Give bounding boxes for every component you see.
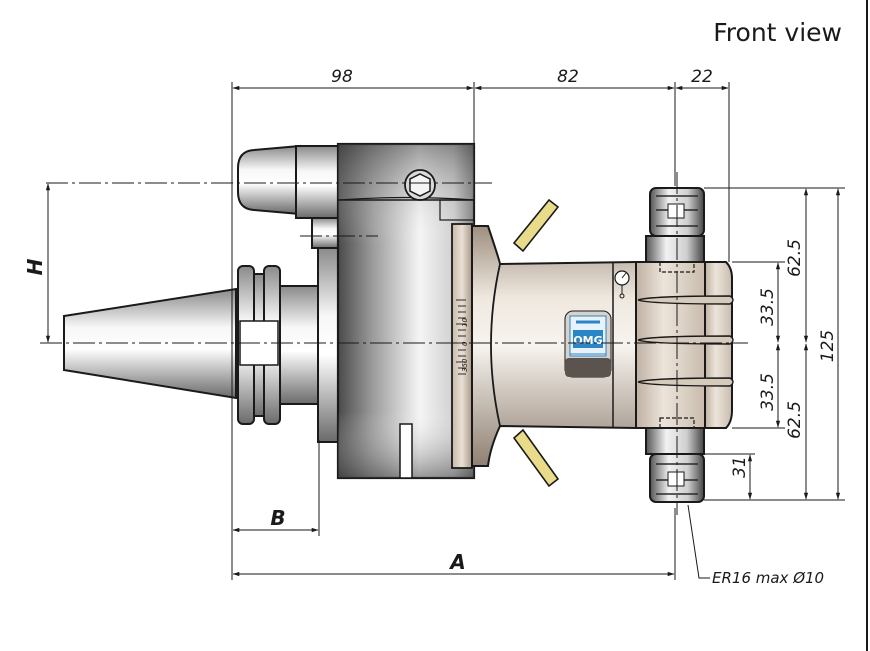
dim-82: 82 — [557, 67, 579, 87]
angle-scale-ring: 10 0 350 — [451, 223, 473, 469]
dim-A: A — [448, 550, 465, 574]
angle-head-body — [471, 225, 641, 467]
dim-B: B — [270, 506, 285, 530]
collet-nut-top — [645, 187, 705, 263]
dim-98: 98 — [331, 67, 353, 87]
dim-22: 22 — [691, 67, 713, 87]
dim-125: 125 — [818, 330, 838, 362]
spindle-head — [635, 261, 734, 429]
dim-33-5-top: 33.5 — [758, 288, 778, 326]
drive-flange — [237, 247, 341, 443]
dimension-lines — [45, 82, 845, 580]
view-title: Front view — [713, 18, 842, 47]
page-border — [866, 0, 868, 651]
collet-nut-bottom — [645, 427, 705, 503]
adjusting-pin-bottom — [512, 428, 560, 488]
logo-text: OMG — [573, 334, 602, 347]
scale-tick-350: 350 — [461, 358, 469, 372]
brand-logo: OMG — [564, 310, 612, 378]
dim-33-5-bottom: 33.5 — [758, 373, 778, 411]
dim-31: 31 — [730, 456, 750, 478]
collet-callout: ER16 max Ø10 — [712, 569, 824, 587]
dim-62-5-bottom: 62.5 — [785, 401, 805, 439]
adjusting-pin-top — [512, 198, 560, 253]
dim-H: H — [23, 258, 47, 275]
dim-62-5-top: 62.5 — [785, 239, 805, 277]
hex-socket-screw — [404, 169, 436, 201]
anti-rotation-stop — [237, 144, 343, 249]
center-lines — [40, 172, 748, 515]
indicator-icon — [614, 270, 630, 299]
scale-tick-10: 10 — [461, 318, 469, 327]
